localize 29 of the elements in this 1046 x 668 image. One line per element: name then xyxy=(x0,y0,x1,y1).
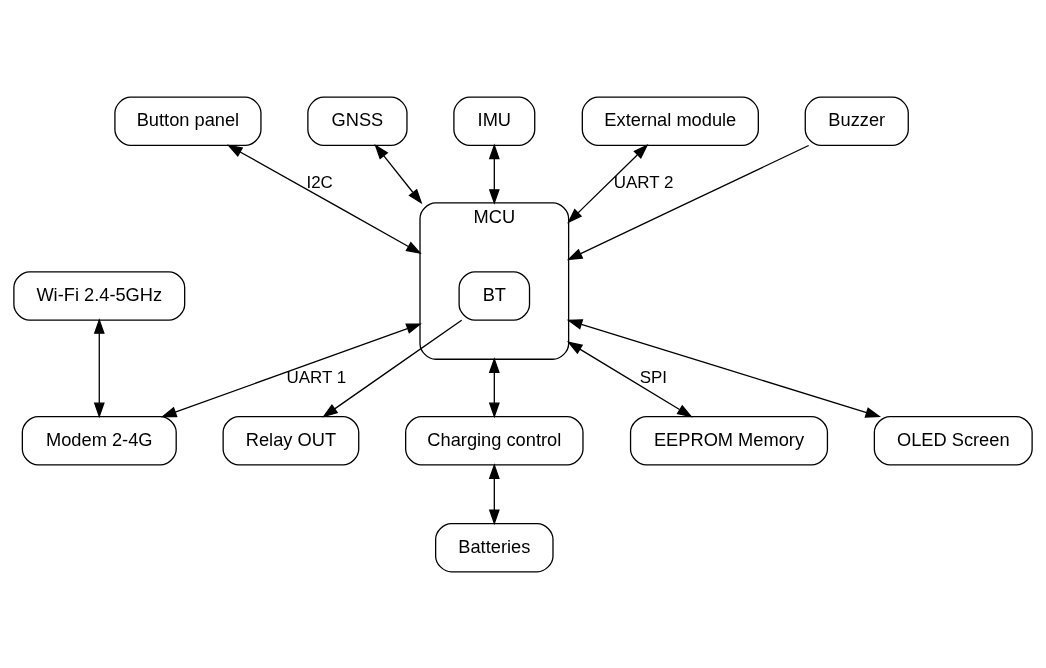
arrow xyxy=(488,356,500,418)
node-box: Relay OUT xyxy=(222,415,360,466)
arrow xyxy=(488,462,500,525)
node-box: IMU xyxy=(453,96,536,146)
arrow xyxy=(567,143,649,223)
arrow xyxy=(322,319,463,418)
node-box: Buzzer xyxy=(804,96,909,146)
node-box: GNSS xyxy=(307,96,408,146)
node-box: Modem 2-4G xyxy=(21,415,177,466)
arrow xyxy=(488,143,500,205)
arrow xyxy=(93,317,105,418)
node-box: OLED Screen xyxy=(873,415,1033,466)
arrow xyxy=(566,144,810,260)
node-box: Button panel xyxy=(114,96,262,146)
edge-label: UART 1 xyxy=(286,367,347,387)
edge-label: SPI xyxy=(639,367,668,387)
arrow xyxy=(566,318,882,418)
node-box: External module xyxy=(581,96,759,146)
node-box: Batteries xyxy=(435,522,554,572)
node-box: Charging control xyxy=(405,415,584,466)
arrow xyxy=(160,322,422,417)
node-box: BT xyxy=(458,270,531,321)
edge-label: I2C xyxy=(306,172,333,192)
arrow xyxy=(226,144,422,254)
arrow xyxy=(566,340,693,417)
arrow xyxy=(374,143,423,204)
node-box: EEPROM Memory xyxy=(629,415,829,466)
edge-label: UART 2 xyxy=(613,172,674,192)
node-box: Wi-Fi 2.4-5GHz xyxy=(13,270,186,321)
